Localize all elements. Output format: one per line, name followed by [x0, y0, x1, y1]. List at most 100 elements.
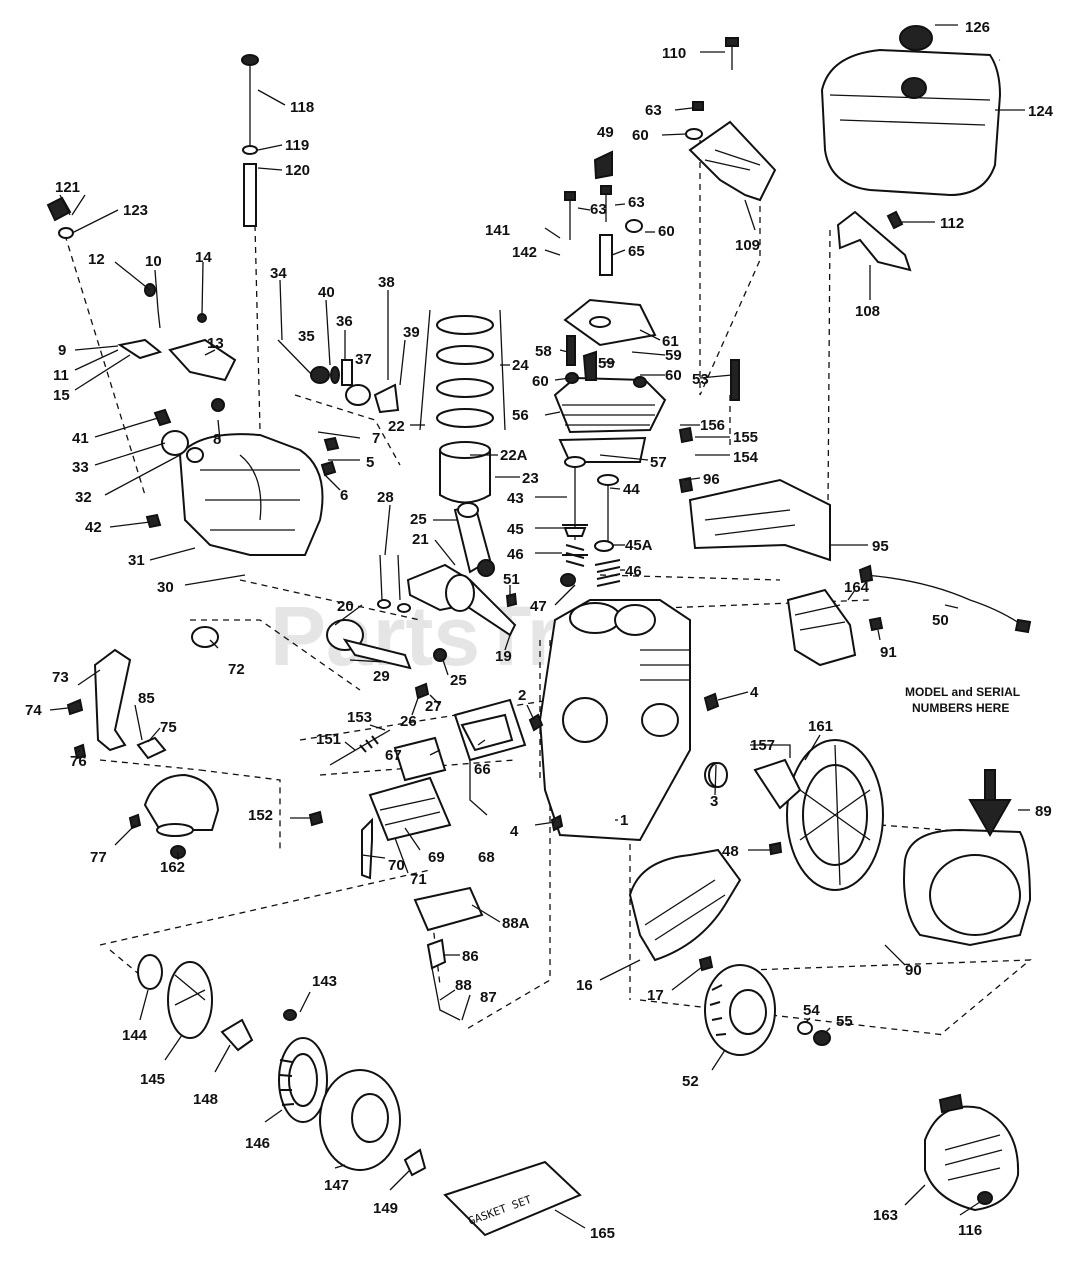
callout-157: 157 — [750, 737, 775, 754]
callout-90: 90 — [905, 962, 922, 979]
callout-72: 72 — [228, 661, 245, 678]
callout-74: 74 — [25, 702, 42, 719]
callout-70: 70 — [388, 857, 405, 874]
callout-37: 37 — [355, 351, 372, 368]
callout-86: 86 — [462, 948, 479, 965]
model-note-line2: NUMBERS HERE — [912, 701, 1009, 715]
callout-108: 108 — [855, 303, 880, 320]
callout-164: 164 — [844, 579, 870, 596]
callout-27: 27 — [425, 698, 442, 715]
tank-support-bracket — [836, 210, 912, 272]
callout-126: 126 — [965, 19, 990, 36]
callout-19: 19 — [495, 648, 512, 665]
callout-146: 146 — [245, 1135, 270, 1152]
callout-46-a: 46 — [507, 546, 524, 563]
callout-21: 21 — [412, 531, 429, 548]
callout-163: 163 — [873, 1207, 898, 1224]
breather-cover — [368, 776, 452, 842]
callout-141: 141 — [485, 222, 510, 239]
callout-123: 123 — [123, 202, 148, 219]
callout-148: 148 — [193, 1091, 218, 1108]
callout-153: 153 — [347, 709, 372, 726]
head-gasket — [558, 436, 647, 463]
callout-52: 52 — [682, 1073, 699, 1090]
callout-109: 109 — [735, 237, 760, 254]
callout-46-b: 46 — [625, 563, 642, 580]
callout-29: 29 — [373, 668, 390, 685]
governor-lever — [117, 338, 163, 360]
callout-145: 145 — [140, 1071, 165, 1088]
callout-40: 40 — [318, 284, 335, 301]
callout-76: 76 — [70, 753, 87, 770]
callout-4-a: 4 — [750, 684, 759, 701]
callout-71: 71 — [410, 871, 427, 888]
callout-110: 110 — [662, 45, 686, 62]
callout-50: 50 — [932, 612, 949, 629]
callout-55: 55 — [836, 1013, 853, 1030]
callout-63-a: 63 — [645, 102, 662, 119]
callout-38: 38 — [378, 274, 395, 291]
governor-bracket — [168, 338, 237, 382]
starter-cable — [864, 574, 1023, 626]
callout-22a: 22A — [500, 447, 528, 464]
air-filter — [413, 886, 484, 932]
callout-51: 51 — [503, 571, 520, 588]
callout-161: 161 — [808, 718, 833, 735]
callout-96: 96 — [703, 471, 720, 488]
model-note-line1: MODEL and SERIAL — [905, 685, 1020, 699]
carburetor — [143, 773, 220, 831]
callout-143: 143 — [312, 973, 337, 990]
callout-10: 10 — [145, 253, 162, 270]
recoil-washer — [137, 954, 163, 990]
callout-12: 12 — [88, 251, 105, 268]
callout-2: 2 — [518, 687, 526, 704]
callout-28: 28 — [377, 489, 394, 506]
callout-147: 147 — [324, 1177, 349, 1194]
callout-85: 85 — [138, 690, 155, 707]
callout-3: 3 — [710, 793, 718, 810]
callout-45a: 45A — [625, 537, 653, 554]
recoil-spring — [167, 961, 213, 1039]
callout-17: 17 — [647, 987, 664, 1004]
callout-95: 95 — [872, 538, 889, 555]
callout-42: 42 — [85, 519, 102, 536]
callout-14: 14 — [195, 249, 212, 266]
callout-48: 48 — [722, 843, 739, 860]
callout-156: 156 — [700, 417, 725, 434]
callout-67: 67 — [385, 747, 402, 764]
callout-120: 120 — [285, 162, 310, 179]
callout-43: 43 — [507, 490, 524, 507]
callout-60-d: 60 — [665, 367, 682, 384]
callout-59-a: 59 — [598, 355, 615, 372]
callout-26: 26 — [400, 713, 417, 730]
callout-20: 20 — [337, 598, 354, 615]
callout-162: 162 — [160, 859, 185, 876]
intake-pipe — [93, 648, 132, 752]
callout-68: 68 — [478, 849, 495, 866]
callout-49: 49 — [597, 124, 614, 141]
callout-63-b: 63 — [590, 201, 607, 218]
callout-112: 112 — [940, 215, 964, 232]
callout-24: 24 — [512, 357, 529, 374]
gasket-set-package — [443, 1160, 582, 1237]
electric-starter — [786, 588, 857, 667]
piston-ring — [436, 315, 494, 335]
callout-16: 16 — [576, 977, 593, 994]
callout-30: 30 — [157, 579, 174, 596]
callout-25-b: 25 — [450, 672, 467, 689]
callout-88a: 88A — [502, 915, 530, 932]
callout-56: 56 — [512, 407, 529, 424]
tank-bracket — [688, 120, 777, 202]
callout-66: 66 — [474, 761, 491, 778]
callout-144: 144 — [122, 1027, 148, 1044]
callout-149: 149 — [373, 1200, 398, 1217]
oil-fill-tube — [243, 163, 257, 227]
callout-77: 77 — [90, 849, 107, 866]
callout-4-b: 4 — [510, 823, 519, 840]
callout-89: 89 — [1035, 803, 1052, 820]
callout-75: 75 — [160, 719, 177, 736]
callout-13: 13 — [207, 335, 224, 352]
ignition-module — [753, 758, 802, 810]
callout-88: 88 — [455, 977, 472, 994]
